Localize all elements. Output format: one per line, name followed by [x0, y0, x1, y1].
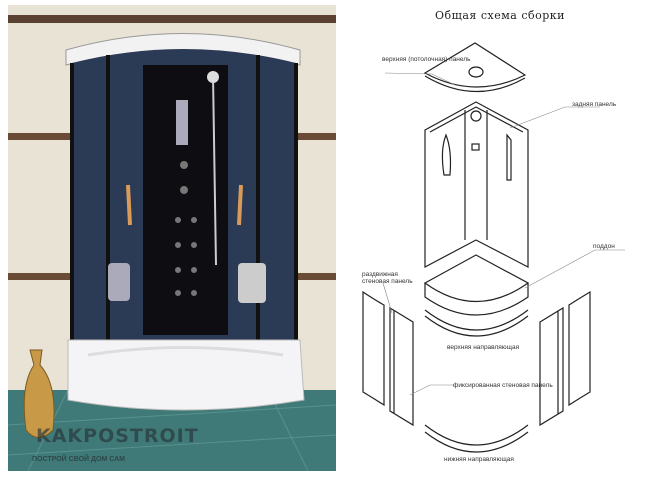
- shower-hose: [212, 74, 217, 266]
- label-back-panel: задняя панель: [572, 101, 617, 108]
- tray-drawing: [423, 254, 530, 337]
- shower-head: [207, 71, 219, 83]
- foot-massager: [238, 263, 266, 303]
- label-lower-guide: нижняя направляющая: [444, 456, 514, 463]
- control-panel: [176, 100, 188, 145]
- watermark-logo: KAKPOSTROIT: [36, 425, 199, 447]
- fixed-panel-left: [389, 306, 414, 427]
- decorative-vase: [23, 349, 55, 438]
- label-tray: поддон: [593, 243, 615, 250]
- leader-lines: [382, 72, 625, 396]
- wall-wood-strip: [8, 15, 336, 23]
- label-upper-guide: верхняя направляющая: [447, 344, 520, 351]
- watermark-slogan: ПОСТРОЙ СВОЙ ДОМ САМ: [32, 456, 125, 463]
- bath-tray: [67, 339, 305, 411]
- sliding-panel-left: [362, 290, 385, 407]
- label-fixed-panel: фиксированная стеновая панель: [453, 382, 553, 389]
- shower-cabin-photo: KAKPOSTROIT ПОСТРОЙ СВОЙ ДОМ САМ: [7, 5, 337, 472]
- ceiling-panel-drawing: [423, 42, 527, 93]
- assembly-diagram: Общая схема сборки: [340, 0, 670, 479]
- lower-guide-drawing: [424, 424, 529, 453]
- diagram-title: Общая схема сборки: [435, 9, 565, 22]
- shower-cabin-illustration: [7, 5, 337, 472]
- fixed-panel-right: [539, 306, 564, 427]
- sliding-panel-right: [568, 290, 591, 407]
- back-panel-drawing: [424, 101, 529, 268]
- label-top-panel: верхняя (потолочная) панель: [382, 56, 471, 63]
- label-sliding-panel: раздвижная стеновая панель: [362, 271, 413, 285]
- handles: [126, 184, 243, 226]
